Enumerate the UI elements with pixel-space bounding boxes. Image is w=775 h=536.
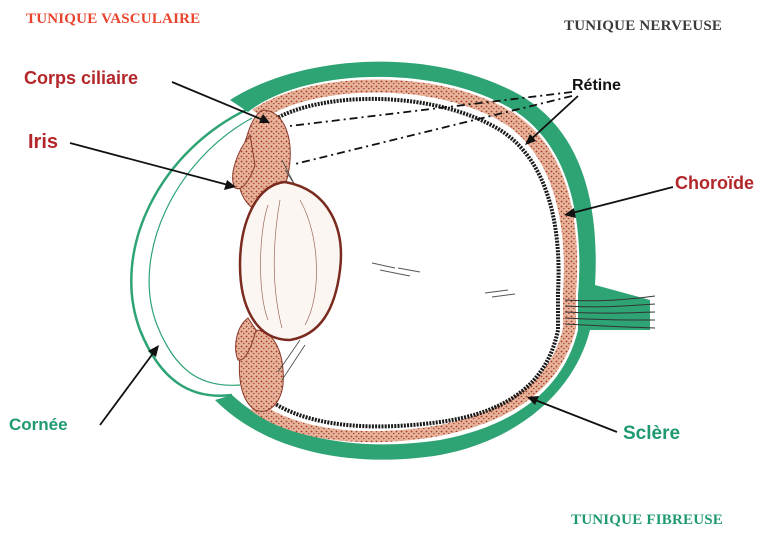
label-choroide: Choroïde — [675, 173, 754, 194]
heading-tunique-vasculaire: TUNIQUE VASCULAIRE — [26, 11, 200, 28]
label-iris: Iris — [28, 131, 58, 154]
label-corps-ciliaire: Corps ciliaire — [24, 68, 138, 89]
cornea-shape — [131, 108, 250, 396]
heading-tunique-nerveuse: TUNIQUE NERVEUSE — [564, 18, 722, 35]
label-sclere: Sclère — [623, 423, 680, 445]
heading-tunique-fibreuse: TUNIQUE FIBREUSE — [571, 512, 723, 529]
label-cornee: Cornée — [9, 415, 68, 435]
label-retine: Rétine — [572, 77, 621, 95]
vitreous-streaks — [372, 263, 515, 297]
lens-shape — [240, 182, 341, 340]
